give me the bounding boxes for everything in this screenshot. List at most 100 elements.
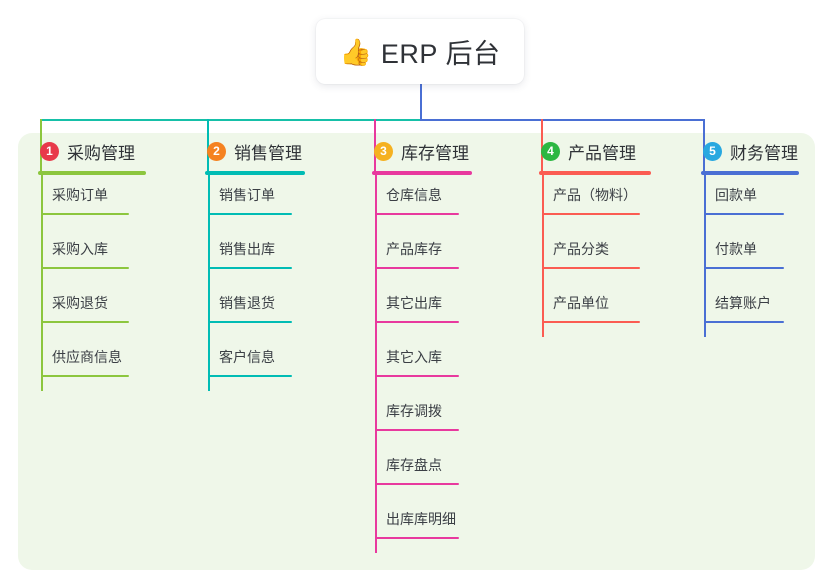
branch-item[interactable]: 回款单 [681, 175, 815, 229]
root-node-title: ERP 后台 [380, 39, 501, 69]
branch-item[interactable]: 仓库信息 [352, 175, 519, 229]
branch-item[interactable]: 供应商信息 [18, 337, 185, 391]
branch-number-badge: 5 [703, 141, 722, 161]
branch-item[interactable]: 库存盘点 [352, 445, 519, 499]
branch-item-connector [375, 445, 377, 484]
branch-item-underline [375, 483, 459, 485]
branch-number-badge: 4 [541, 141, 560, 161]
branch-item-connector [41, 283, 43, 322]
root-node[interactable]: 👍 ERP 后台 [316, 19, 524, 84]
branch-item-connector [208, 175, 210, 214]
branch-item[interactable]: 销售出库 [185, 229, 352, 283]
branch-item-connector [375, 499, 377, 538]
branch-item[interactable]: 产品库存 [352, 229, 519, 283]
branch-item-connector [375, 175, 377, 214]
branch-header-3[interactable]: 3 库存管理 [352, 133, 519, 169]
branch-number-badge: 2 [207, 141, 226, 161]
branch-item-label: 仓库信息 [386, 187, 442, 203]
branch-number-badge: 3 [374, 141, 393, 161]
branch-item-underline [41, 267, 129, 269]
branch-item[interactable]: 客户信息 [185, 337, 352, 391]
branch-item-connector [208, 283, 210, 322]
branch-item-label: 供应商信息 [52, 349, 122, 365]
branch-item-label: 产品分类 [553, 241, 609, 257]
branch-header-5[interactable]: 5 财务管理 [681, 133, 815, 169]
branch-item-connector [542, 283, 544, 322]
branch-underline [539, 171, 651, 175]
branch-item-label: 库存调拨 [386, 403, 442, 419]
branch-item[interactable]: 产品单位 [519, 283, 681, 337]
branch-item-label: 付款单 [715, 241, 757, 257]
branch-item-underline [41, 321, 129, 323]
branch-item-connector [375, 391, 377, 430]
branch-item[interactable]: 付款单 [681, 229, 815, 283]
branch-underline [38, 171, 146, 175]
branch-underline [372, 171, 472, 175]
branch-item[interactable]: 其它入库 [352, 337, 519, 391]
branch-item-underline [704, 267, 784, 269]
branch-column-5: 5 财务管理回款单付款单结算账户 [681, 133, 815, 337]
branch-item-underline [41, 213, 129, 215]
branch-item[interactable]: 其它出库 [352, 283, 519, 337]
branch-item[interactable]: 销售订单 [185, 175, 352, 229]
connector-bus-right [420, 119, 705, 121]
connector-root-stem [420, 84, 422, 121]
branch-item-label: 结算账户 [715, 295, 771, 311]
branch-item-underline [375, 213, 459, 215]
branch-item-label: 其它出库 [386, 295, 442, 311]
branch-item[interactable]: 库存调拨 [352, 391, 519, 445]
branch-item-underline [208, 321, 292, 323]
branch-item-underline [375, 537, 459, 539]
branch-item-underline [375, 321, 459, 323]
branch-item-underline [375, 375, 459, 377]
branch-item-underline [41, 375, 129, 377]
branch-item[interactable]: 采购退货 [18, 283, 185, 337]
branch-label: 库存管理 [401, 143, 469, 163]
branch-item-underline [208, 213, 292, 215]
branch-item-underline [542, 321, 640, 323]
branch-header-4[interactable]: 4 产品管理 [519, 133, 681, 169]
branch-item[interactable]: 产品分类 [519, 229, 681, 283]
branch-item-connector [704, 175, 706, 214]
branch-panel-background [18, 133, 815, 570]
branch-label: 财务管理 [730, 143, 798, 163]
branch-label: 采购管理 [67, 143, 135, 163]
branch-item-connector [542, 229, 544, 268]
branch-item[interactable]: 产品（物料） [519, 175, 681, 229]
branch-item-connector [375, 283, 377, 322]
branch-item[interactable]: 采购订单 [18, 175, 185, 229]
branch-item-connector [41, 337, 43, 376]
branch-item-connector [704, 229, 706, 268]
branch-item-underline [208, 267, 292, 269]
branch-item-underline [542, 213, 640, 215]
branch-item-connector [704, 283, 706, 322]
branch-item-connector [375, 229, 377, 268]
branch-item[interactable]: 销售退货 [185, 283, 352, 337]
branch-item[interactable]: 采购入库 [18, 229, 185, 283]
branch-item-connector [208, 337, 210, 376]
branch-item-connector [542, 175, 544, 214]
branch-underline [205, 171, 305, 175]
branch-item[interactable]: 结算账户 [681, 283, 815, 337]
branch-column-3: 3 库存管理仓库信息产品库存其它出库其它入库库存调拨库存盘点出库库明细 [352, 133, 519, 553]
branch-item[interactable]: 出库库明细 [352, 499, 519, 553]
branch-item-connector [41, 175, 43, 214]
branch-item-label: 出库库明细 [386, 511, 456, 527]
branch-item-label: 销售订单 [219, 187, 275, 203]
thumbs-up-icon: 👍 [339, 36, 372, 67]
branch-item-label: 采购退货 [52, 295, 108, 311]
branch-underline [701, 171, 799, 175]
branch-item-label: 采购订单 [52, 187, 108, 203]
branch-item-label: 销售退货 [219, 295, 275, 311]
branch-item-connector [375, 337, 377, 376]
branch-label: 产品管理 [568, 143, 636, 163]
branch-item-label: 其它入库 [386, 349, 442, 365]
branch-item-underline [542, 267, 640, 269]
branch-item-underline [208, 375, 292, 377]
branch-item-label: 产品单位 [553, 295, 609, 311]
